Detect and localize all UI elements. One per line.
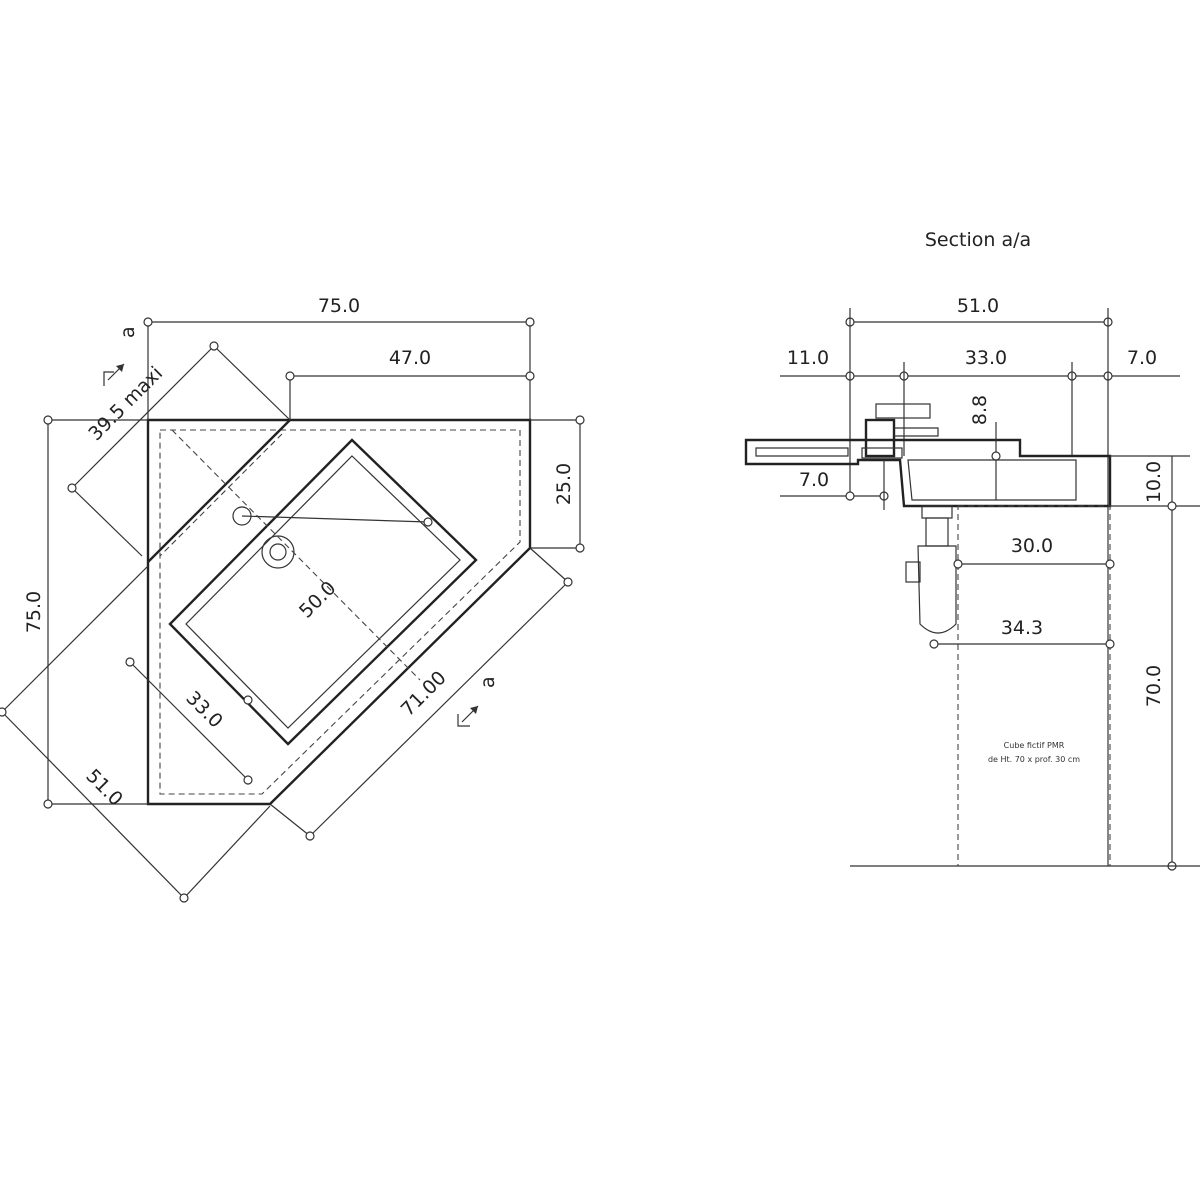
dim-node [575, 415, 585, 425]
plan-view: 75.0 47.0 75.0 25.0 39.5 maxi 50.0 [0, 295, 585, 903]
siphon-icon [905, 505, 957, 634]
dim-line-bowl-len [241, 515, 429, 523]
cube-note-line-2: de Ht. 70 x prof. 30 cm [988, 755, 1080, 764]
dim-depth-label: 10.0 [1143, 461, 1165, 503]
dim-node [43, 799, 53, 809]
basin-back-edge-inner [159, 433, 283, 557]
dim-node [305, 831, 315, 841]
dim-right-label: 25.0 [553, 463, 575, 505]
dim-node [423, 517, 433, 527]
basin-bowl [168, 438, 478, 746]
section-marker-top: a [103, 326, 139, 386]
dim-tap-h-label: 8.8 [969, 395, 991, 425]
dim-width-label: 75.0 [318, 295, 360, 317]
dim-node [285, 371, 295, 381]
dim-node [575, 543, 585, 553]
dim-node [563, 577, 573, 587]
dim-back-label: 47.0 [389, 347, 431, 369]
dim-node [1105, 559, 1115, 569]
dim-node [991, 451, 1001, 461]
section-mark-bottom-label: a [477, 676, 499, 688]
dim-right-label: 7.0 [1127, 347, 1157, 369]
dim-node [525, 371, 535, 381]
ext-line [1, 565, 149, 713]
dim-node [525, 317, 535, 327]
dim-line-front [309, 581, 569, 837]
dim-node [1167, 501, 1177, 511]
dim-bowl-w-label: 33.0 [182, 687, 227, 732]
dim-offset-label: 7.0 [799, 469, 829, 491]
ext-line [269, 803, 311, 837]
dim-height-label: 70.0 [1143, 665, 1165, 707]
dim-node [243, 775, 253, 785]
basin-outline [146, 418, 532, 806]
dim-bowl-label: 33.0 [965, 347, 1007, 369]
section-view: Section a/a 51.0 11.0 33.0 7.0 [744, 229, 1200, 871]
basin-profile [744, 438, 1112, 508]
tap-icon [861, 403, 939, 459]
dim-line-side [1, 711, 185, 899]
dim-node [209, 341, 219, 351]
dim-node [845, 491, 855, 501]
drain-inner-icon [269, 543, 287, 561]
dim-node [43, 415, 53, 425]
dim-node [929, 639, 939, 649]
dim-node [179, 893, 189, 903]
basin-back-edge [147, 419, 291, 563]
dim-node [125, 657, 135, 667]
dim-depth-label: 75.0 [23, 591, 45, 633]
section-marker-bottom: a [457, 676, 499, 727]
basin-bowl-inner [185, 455, 461, 729]
dim-bowl-len-label: 50.0 [295, 577, 340, 622]
cube-note-line-1: Cube fictif PMR [1004, 741, 1065, 750]
dim-node [0, 707, 7, 717]
basin-profile-inner [755, 447, 1077, 501]
bowl-centre-line [171, 429, 421, 681]
basin-inner-rim [159, 429, 521, 795]
dim-line-bowl-w [129, 661, 249, 781]
ext-line [213, 345, 291, 421]
pmr-clearance-cube [957, 505, 1111, 867]
dim-node [1105, 639, 1115, 649]
section-title: Section a/a [925, 229, 1031, 251]
ext-line [71, 487, 143, 557]
dim-node [67, 483, 77, 493]
section-mark-top-label: a [117, 326, 139, 338]
dim-front-label: 71.00 [397, 667, 451, 721]
dim-total-label: 51.0 [957, 295, 999, 317]
ext-line [529, 547, 569, 583]
dim-cube-w-label: 30.0 [1011, 535, 1053, 557]
dim-clear-label: 34.3 [1001, 617, 1043, 639]
dim-line-tap [71, 345, 215, 489]
dim-node [953, 559, 963, 569]
dim-node [243, 695, 253, 705]
drain-icon [261, 535, 295, 569]
dim-node [143, 317, 153, 327]
dim-left-label: 11.0 [787, 347, 829, 369]
ext-line [183, 805, 271, 899]
dim-tap-label: 39.5 maxi [84, 362, 167, 445]
